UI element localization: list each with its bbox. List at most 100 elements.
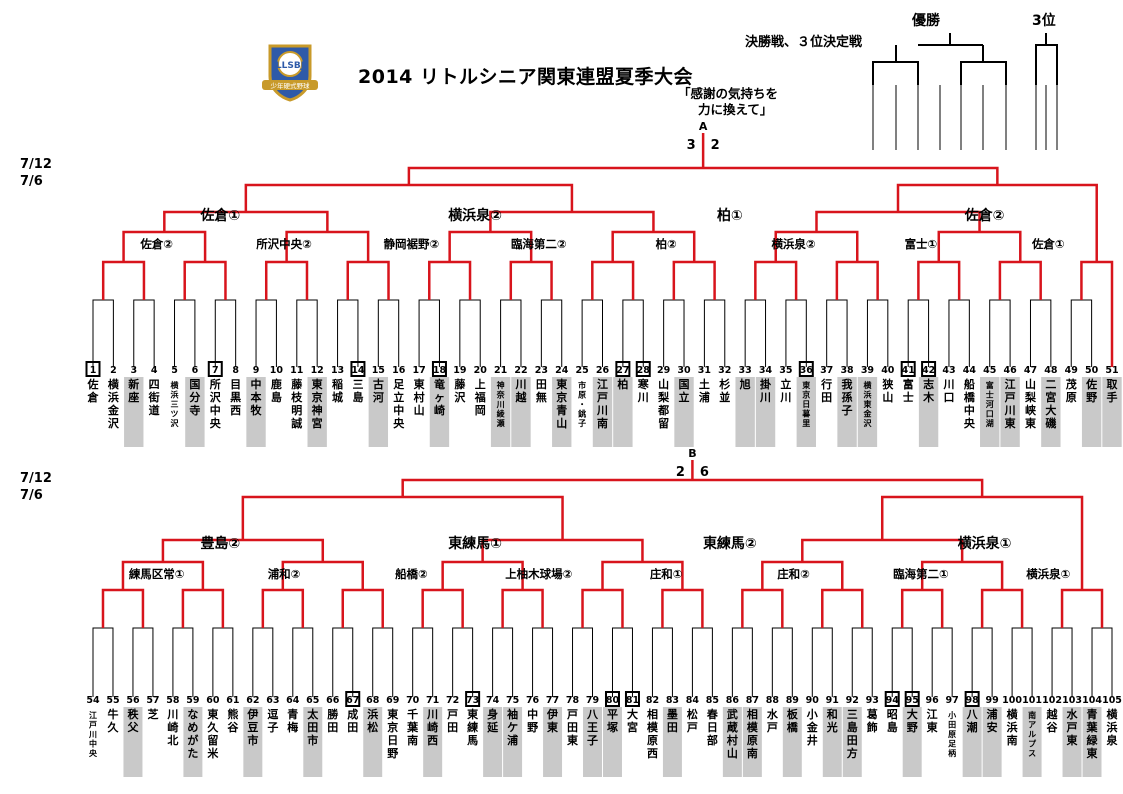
team-name-char: 島 <box>847 720 858 734</box>
team-name-char: 沢 <box>171 418 180 428</box>
team-name-char: 伊 <box>546 707 558 721</box>
team-name-char: 孫 <box>842 390 853 404</box>
team-number: 50 <box>1085 365 1099 376</box>
team-name-char: 江 <box>89 710 97 720</box>
team-name-char: 川 <box>1004 404 1016 417</box>
tournament-title: 2014 リトルシニア関東連盟夏季大会 <box>358 66 693 88</box>
team-cell <box>283 707 303 777</box>
bracket-connector <box>785 299 807 367</box>
bracket-connector <box>174 299 196 367</box>
team-number: 16 <box>392 365 406 376</box>
team-number: 100 <box>1002 695 1022 706</box>
team-name-char: な <box>187 708 198 721</box>
team-name-char: 田 <box>347 721 358 734</box>
team-number: 6 <box>192 365 199 376</box>
team-name-char: 千 <box>407 707 418 721</box>
team-number: 32 <box>718 365 731 376</box>
team-name-char: 秩 <box>127 707 139 721</box>
team-name-char: 峡 <box>1025 403 1037 417</box>
team-name-char: 国 <box>189 378 200 391</box>
team-cell <box>303 707 323 777</box>
bracket-connector <box>264 260 309 300</box>
team-name-char: 留 <box>658 416 669 430</box>
team-cell <box>1020 377 1041 447</box>
team-name-char: ア <box>1028 721 1036 730</box>
team-name-char: 掛 <box>760 377 772 391</box>
bracket-a: 佐倉1横浜金沢2新座3四街道4横浜三ツ沢5国分寺6所沢中央7目黒西8中本牧9鹿島… <box>83 120 1122 447</box>
team-cell <box>857 377 878 447</box>
team-name-char: 日 <box>707 721 718 734</box>
team-name-char: 子 <box>267 721 278 734</box>
team-number: 75 <box>506 695 519 706</box>
team-name-char: 中 <box>210 403 221 417</box>
team-cell <box>653 377 674 447</box>
team-name-char: 父 <box>126 721 139 734</box>
bracket-connector <box>532 627 554 697</box>
team-cell <box>1041 377 1061 447</box>
team-cell <box>572 377 592 447</box>
team-name-char: 藤 <box>454 377 466 391</box>
team-name-char: 日 <box>387 734 398 747</box>
team-cell <box>225 377 246 447</box>
team-number: 56 <box>126 695 140 706</box>
team-name-char: 田 <box>447 721 458 734</box>
quarter-winner: 佐倉② <box>139 237 173 251</box>
team-name-char: 狭 <box>881 377 894 391</box>
team-number: 11 <box>290 365 303 376</box>
team-name-char: 成 <box>347 707 358 721</box>
team-name-char: プ <box>1028 739 1037 749</box>
team-cell <box>531 377 552 447</box>
team-cell <box>922 707 942 777</box>
team-name-char: 久 <box>207 720 219 734</box>
bracket-connector <box>244 183 574 212</box>
team-name-char: 緑 <box>1087 733 1099 747</box>
team-name-char: 北 <box>167 733 178 747</box>
team-cell <box>715 377 735 447</box>
team-cell <box>470 377 490 447</box>
team-name-char: 牧 <box>251 403 263 417</box>
team-name-char: 手 <box>1107 390 1118 404</box>
team-name-char: 京 <box>312 390 323 404</box>
block-winner: 豊島② <box>200 535 240 552</box>
team-cell <box>450 377 470 447</box>
team-cell <box>633 377 653 447</box>
team-name-char: 八 <box>966 708 979 721</box>
bracket-connector <box>421 588 464 628</box>
team-name-char: 島 <box>271 390 282 404</box>
team-name-char: 横 <box>863 380 872 390</box>
team-number: 30 <box>677 365 691 376</box>
team-name-char: 福 <box>474 390 486 404</box>
quarter-winner: 浦和② <box>268 567 301 581</box>
team-cell <box>1002 707 1022 777</box>
bracket-connector <box>948 299 970 367</box>
quarter-winner: 佐倉① <box>1031 237 1065 251</box>
team-name-char: 佐 <box>1085 377 1097 391</box>
team-name-char: 京 <box>387 720 398 734</box>
team-name-char: 塚 <box>607 720 618 734</box>
team-name-char: 崎 <box>427 720 438 734</box>
team-name-char: 越 <box>1046 707 1059 721</box>
team-name-char: 浜 <box>367 707 378 721</box>
team-cell <box>735 377 755 447</box>
team-name-char: 寺 <box>189 403 200 417</box>
team-cell <box>287 377 307 447</box>
bracket-connector <box>133 299 155 367</box>
team-name-char: 水 <box>1067 707 1079 721</box>
team-name-char: 南 <box>747 746 758 760</box>
team-number: 14 <box>351 365 365 376</box>
bracket-connector <box>611 230 696 262</box>
team-name-char: 西 <box>230 404 241 417</box>
team-name-char: 所 <box>210 377 221 391</box>
team-name-char: 横 <box>171 380 180 390</box>
final-score-right: 6 <box>700 465 709 480</box>
team-name-char: 田 <box>847 734 858 747</box>
team-cell <box>483 707 503 777</box>
team-name-char: 南 <box>597 416 608 430</box>
team-number: 17 <box>412 365 425 376</box>
team-name-char: 久 <box>107 720 119 734</box>
team-number: 61 <box>226 695 239 706</box>
team-cell <box>862 707 882 777</box>
team-name-char: 東 <box>1005 416 1017 430</box>
team-name-char: 中 <box>527 707 538 721</box>
team-name-char: 岡 <box>475 404 486 417</box>
